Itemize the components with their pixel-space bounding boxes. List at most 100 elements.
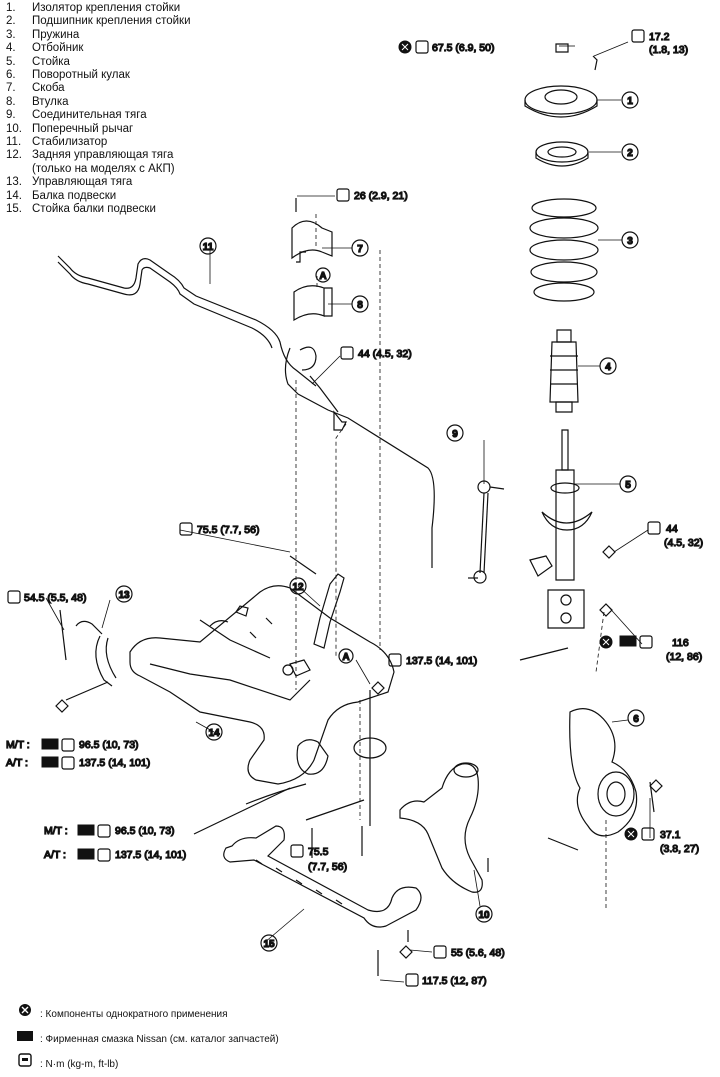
mt-value-2: 96.5 (10, 73) [115,825,175,837]
torque-t11a: 75.5 [308,846,329,858]
legend-item: 12.Задняя управляющая тяга [6,149,191,162]
legend-item-number: 3. [6,28,16,41]
torque-wrench-icon [433,945,447,959]
torque-t8: 137.5 (14, 101) [406,655,477,667]
torque-wrench-icon [97,848,111,862]
torque-wrench-icon [647,521,661,535]
legend-item-label: Скоба [32,82,65,95]
torque-t10b: (3.8, 27) [660,843,699,855]
single-use-icon [398,40,412,54]
legend-item: 13.Управляющая тяга [6,176,191,189]
svg-text:2: 2 [627,148,633,159]
torque-wrench-icon [388,653,402,667]
at-value-1: 137.5 (14, 101) [79,757,150,769]
legend-item: 10. Поперечный рычаг [6,123,191,136]
at-label-2: A/T : [44,849,66,861]
mt-label-2: M/T : [44,825,68,837]
callout-2: 2 [621,143,639,161]
reference-a-lower: A [338,648,354,664]
legend-item: 6.Поворотный кулак [6,69,191,82]
legend-item: 4. Отбойник [6,42,191,55]
mt-label-1: M/T : [6,739,30,751]
torque-t9a: 116 [672,637,689,649]
torque-t7: 54.5 (5.5, 48) [24,592,86,604]
key-torque-text: : N·m (kg-m, ft-lb) [40,1059,119,1070]
legend-item-number: 15. [6,203,22,216]
control-link [55,609,117,713]
grease-icon [619,635,637,647]
legend-item-label: Управляющая тяга [32,176,133,189]
legend-item-number: 10. [6,122,22,135]
torque-wrench-icon [405,973,419,987]
reference-a-upper: A [315,267,331,283]
grease-icon [77,824,95,836]
strut-mount-nut [555,43,569,53]
torque-wrench-icon [631,29,645,43]
torque-t11b: (7.7, 56) [308,861,347,873]
strut-assembly [468,43,663,851]
legend-item-number: 2. [6,15,16,28]
legend-item-label: Задняя управляющая тяга [32,149,174,162]
legend-item-label: Поворотный кулак [32,69,130,82]
callout-8: 8 [351,295,369,313]
stabilizer-connecting-rod [468,480,505,584]
legend-item: 5.Стойка [6,56,191,69]
callout-13: 13 [115,585,133,603]
torque-t13: 117.5 (12, 87) [422,975,487,987]
mt-value-1: 96.5 (10, 73) [79,739,139,751]
legend-item-number: 7. [6,82,16,95]
svg-text:A: A [319,271,326,282]
legend-item-label: Отбойник [32,42,84,55]
callout-7: 7 [351,239,369,257]
torque-t2a: 17.2 [649,31,670,43]
key-grease: : Фирменная смазка Nissan (см. каталог з… [14,1027,279,1052]
grease-icon [41,738,59,750]
legend-item: 8.Втулка [6,96,191,109]
legend-item-label: Поперечный рычаг [32,122,134,135]
legend-item-number: 4. [6,42,16,55]
key-single-use-text: : Компоненты однократного применения [40,1009,228,1020]
callout-4: 4 [599,357,617,375]
leader-lines [45,41,651,983]
svg-text:14: 14 [208,728,220,739]
torque-wrench-icon [639,635,653,649]
callout-5: 5 [619,475,637,493]
callout-15: 15 [260,934,278,952]
single-use-icon [624,827,638,841]
legend-item-label: Втулка [32,95,69,108]
key-grease-text: : Фирменная смазка Nissan (см. каталог з… [40,1034,279,1045]
torque-t3: 26 (2.9, 21) [354,190,408,202]
legend-item: 9.Соединительная тяга [6,109,191,122]
svg-text:13: 13 [118,590,130,601]
legend-item-label: Подшипник крепления стойки [32,15,191,28]
torque-wrench-icon [61,738,75,752]
stabilizer-bushing [293,285,333,322]
legend-item: (только на моделях с АКП) [6,163,191,176]
rear-control-rod [289,555,345,649]
legend-item-label: (только на моделях с АКП) [32,162,175,175]
legend-item: 14.Балка подвески [6,190,191,203]
single-use-icon [14,1002,36,1027]
part-callouts: 1 2 3 4 5 6 7 8 9 10 11 12 13 14 15 A A [115,91,645,952]
stabilizer-bar [57,255,435,568]
legend-item: 11.Стабилизатор [6,136,191,149]
legend-item-number: 11. [6,136,22,149]
svg-text:7: 7 [357,244,363,255]
strut-mount-bolt [592,55,598,71]
torque-wrench-icon [61,756,75,770]
torque-t1: 67.5 (6.9, 50) [432,42,494,54]
legend-item: 2. Подшипник крепления стойки [6,15,191,28]
at-label-1: A/T : [6,757,28,769]
legend-item-number: 1. [6,2,16,14]
key-single-use: : Компоненты однократного применения [14,1002,279,1027]
torque-wrench-icon [336,188,350,202]
callout-6: 6 [627,709,645,727]
torque-t12: 55 (5.6, 48) [451,947,505,959]
legend-item: 7. Скоба [6,82,191,95]
torque-t5b: (4.5, 32) [664,537,703,549]
svg-text:12: 12 [292,582,304,593]
strut-mount-bearing [535,141,589,163]
torque-wrench-icon [97,824,111,838]
